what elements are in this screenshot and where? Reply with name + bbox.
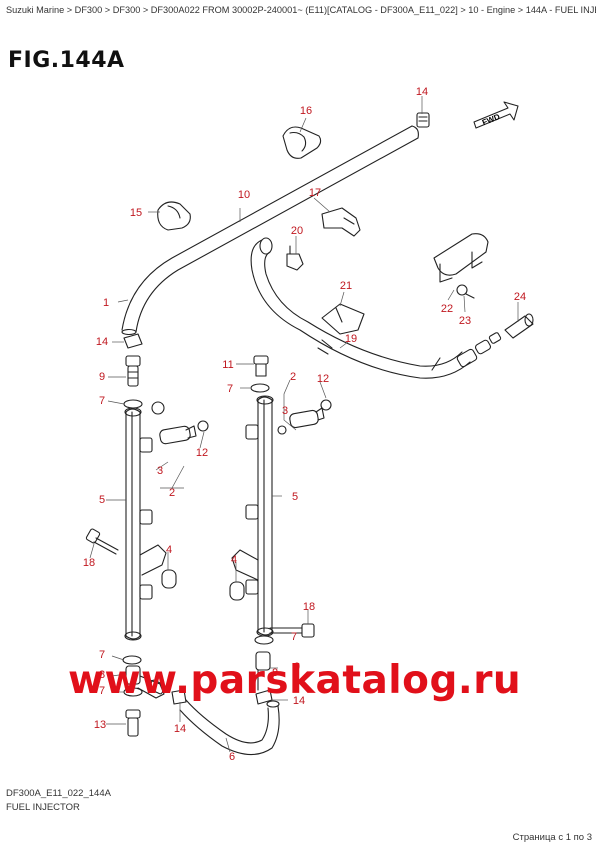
hose-clip-14-top — [416, 112, 430, 128]
grommet-4-right — [229, 581, 245, 601]
callout-9[interactable]: 9 — [99, 371, 105, 383]
callout-3[interactable]: 3 — [157, 465, 163, 477]
breadcrumb: Suzuki Marine > DF300 > DF300 > DF300A02… — [6, 5, 596, 15]
fuel-injector-right — [277, 399, 332, 435]
callout-6[interactable]: 6 — [229, 751, 235, 763]
sleeve-24 — [504, 313, 534, 339]
callout-14[interactable]: 14 — [174, 723, 186, 735]
clamp-16 — [282, 126, 322, 159]
callout-18[interactable]: 18 — [83, 557, 95, 569]
callout-11[interactable]: 11 — [222, 359, 233, 371]
callout-9[interactable]: 9 — [294, 661, 300, 673]
clip-14-lower-left — [171, 689, 187, 705]
fuel-rail-left — [124, 407, 167, 641]
bracket-22 — [433, 233, 489, 283]
lower-fitting-right — [255, 651, 271, 691]
callout-4[interactable]: 4 — [231, 554, 237, 566]
callout-14[interactable]: 14 — [96, 336, 108, 348]
bracket-17 — [321, 207, 361, 237]
return-hose-19 — [250, 237, 471, 379]
bolt-18-left — [85, 528, 119, 555]
callout-14[interactable]: 14 — [293, 695, 305, 707]
callout-2[interactable]: 2 — [290, 371, 296, 383]
plug-11 — [253, 355, 269, 377]
callout-12[interactable]: 12 — [317, 373, 329, 385]
fwd-label: FWD — [481, 112, 501, 127]
callout-8[interactable]: 8 — [99, 669, 105, 681]
callout-7[interactable]: 7 — [291, 631, 297, 643]
clip-14-left — [123, 333, 143, 349]
hose-fittings — [456, 332, 502, 368]
washers-7 — [122, 383, 274, 697]
callout-8[interactable]: 8 — [272, 667, 278, 679]
callout-5[interactable]: 5 — [99, 494, 105, 506]
leader-lines — [89, 96, 519, 753]
drawing-code: DF300A_E11_022_144A — [6, 788, 111, 799]
pager[interactable]: Страница с 1 по 3 — [512, 832, 592, 843]
callout-17[interactable]: 17 — [309, 187, 321, 199]
callout-7[interactable]: 7 — [99, 685, 105, 697]
callout-5[interactable]: 5 — [292, 491, 298, 503]
lower-fitting-left — [125, 665, 166, 699]
callout-16[interactable]: 16 — [300, 105, 312, 117]
clip-20 — [286, 245, 304, 271]
drawing-subtitle: FUEL INJECTOR — [6, 802, 80, 813]
fuel-hose-upper — [121, 125, 419, 336]
callout-7[interactable]: 7 — [227, 383, 233, 395]
callout-24[interactable]: 24 — [514, 291, 526, 303]
callout-7[interactable]: 7 — [99, 649, 105, 661]
fuel-injector-left — [159, 420, 209, 445]
callout-18[interactable]: 18 — [303, 601, 315, 613]
callout-4[interactable]: 4 — [166, 544, 172, 556]
callout-23[interactable]: 23 — [459, 315, 471, 327]
callout-15[interactable]: 15 — [130, 207, 142, 219]
callout-10[interactable]: 10 — [238, 189, 250, 201]
fwd-arrow-icon — [473, 101, 519, 129]
callout-20[interactable]: 20 — [291, 225, 303, 237]
callout-7[interactable]: 7 — [99, 395, 105, 407]
bolt-23 — [456, 284, 475, 299]
callout-14[interactable]: 14 — [416, 86, 428, 98]
callout-22[interactable]: 22 — [441, 303, 453, 315]
grommet-4-left — [161, 569, 177, 589]
callout-13[interactable]: 13 — [94, 719, 106, 731]
fuel-hose-lower — [179, 699, 280, 756]
inlet-fitting-9-left — [125, 355, 141, 387]
callout-1[interactable]: 1 — [103, 297, 109, 309]
figure-title: FIG.144A — [8, 48, 125, 73]
clamp-15 — [157, 201, 191, 231]
plug-13 — [125, 709, 141, 737]
bracket-21 — [321, 303, 365, 335]
callout-21[interactable]: 21 — [340, 280, 352, 292]
watermark: www.parskatalog.ru — [68, 658, 522, 703]
callout-12[interactable]: 12 — [196, 447, 208, 459]
callout-19[interactable]: 19 — [345, 333, 357, 345]
callout-3[interactable]: 3 — [282, 405, 288, 417]
callout-2[interactable]: 2 — [169, 487, 175, 499]
